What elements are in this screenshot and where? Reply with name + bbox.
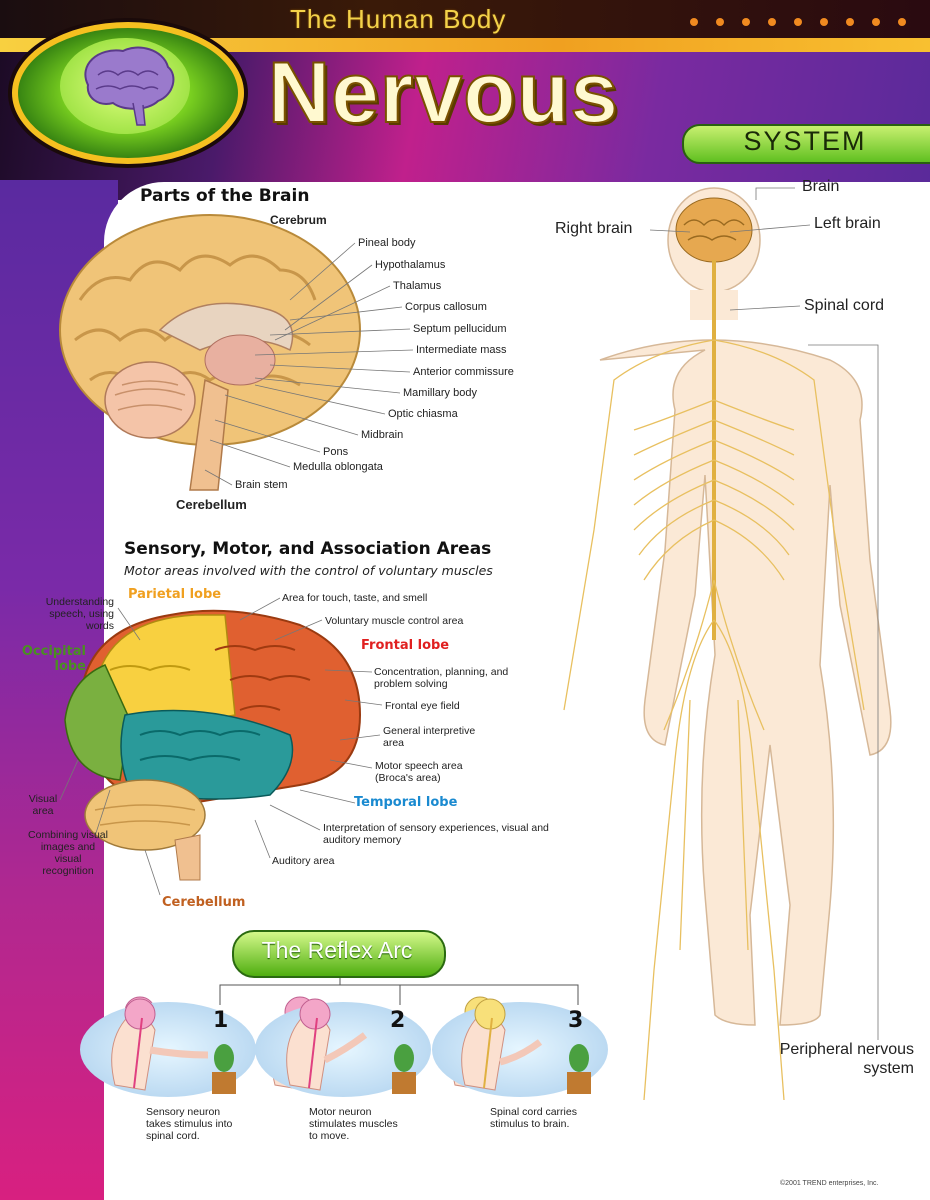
brain-part-label: Brain stem <box>235 479 288 491</box>
concentration-label: Concentration, planning, and problem sol… <box>374 666 509 690</box>
series-title: The Human Body <box>290 4 507 34</box>
right-brain-label: Right brain <box>555 220 633 237</box>
auditory-label: Auditory area <box>272 855 335 867</box>
peripheral-label: Peripheral nervous system <box>779 1041 914 1077</box>
brain-part-label: Mamillary body <box>403 387 477 399</box>
left-brain-label: Left brain <box>814 215 881 232</box>
interpretive-label: General interpretive area <box>383 725 476 749</box>
brain-label: Brain <box>802 178 840 195</box>
lobe-leader-lines <box>59 597 383 896</box>
temporal-lobe-label: Temporal lobe <box>354 795 458 810</box>
reflex-arc-pill <box>232 930 446 978</box>
brain-parts-heading: Parts of the Brain <box>140 186 310 206</box>
brain-part-label: Corpus callosum <box>405 301 487 313</box>
parietal-lobe-label: Parietal lobe <box>128 587 222 602</box>
logo-brain-icon <box>84 46 175 126</box>
body-leader-lines <box>649 187 879 1040</box>
decor-dot <box>742 18 750 26</box>
decor-dot <box>898 18 906 26</box>
human-body-illustration <box>563 187 892 1101</box>
decor-dot <box>768 18 776 26</box>
brain-lobes-illustration <box>64 609 362 881</box>
areas-heading: Sensory, Motor, and Association Areas <box>124 539 492 559</box>
decor-dot <box>690 18 698 26</box>
brain-part-label: Septum pellucidum <box>413 323 507 335</box>
brain-part-label: Hypothalamus <box>375 259 446 271</box>
visual-area-label: Visual area <box>28 793 58 817</box>
frontal-lobe-label: Frontal lobe <box>361 638 450 653</box>
decor-dot <box>716 18 724 26</box>
reflex-step-caption: Sensory neuron takes stimulus into spina… <box>146 1106 233 1142</box>
decor-dot <box>872 18 880 26</box>
brain-part-label: Pineal body <box>358 237 416 249</box>
voluntary-label: Voluntary muscle control area <box>325 615 464 627</box>
system-label: SYSTEM <box>743 126 867 156</box>
areas-subheading: Motor areas involved with the control of… <box>124 563 493 578</box>
brain-part-label: Midbrain <box>361 429 404 441</box>
reflex-step-caption: Motor neuron stimulates muscles to move. <box>309 1106 398 1142</box>
cerebellum-lobe-label: Cerebellum <box>162 895 246 910</box>
reflex-step-number: 2 <box>390 1008 406 1033</box>
decor-dot <box>846 18 854 26</box>
reflex-step-caption: Spinal cord carries stimulus to brain. <box>490 1106 577 1130</box>
brain-leader-lines <box>204 242 414 486</box>
cerebrum-label: Cerebrum <box>270 213 327 227</box>
brain-part-label: Medulla oblongata <box>293 461 383 473</box>
reflex-arc-title: The Reflex Arc <box>261 937 413 963</box>
decor-dot <box>794 18 802 26</box>
occipital-lobe-label: Occipital lobe <box>21 644 86 674</box>
interpretation-label: Interpretation of sensory experiences, v… <box>323 822 549 846</box>
speech-label: Understanding speech, using words <box>45 596 114 632</box>
spinal-cord-label: Spinal cord <box>804 297 885 314</box>
brain-part-label: Thalamus <box>393 280 442 292</box>
main-title: Nervous <box>267 44 620 142</box>
touch-label: Area for touch, taste, and smell <box>282 592 428 604</box>
gold-stripe <box>0 38 930 52</box>
cerebellum-label: Cerebellum <box>176 497 247 512</box>
brain-part-label: Anterior commissure <box>413 366 514 378</box>
combining-label: Combining visual images and visual recog… <box>28 829 108 877</box>
reflex-step-number: 3 <box>568 1008 584 1033</box>
brain-part-label: Intermediate mass <box>416 344 507 356</box>
brain-sagittal-illustration <box>59 214 361 491</box>
brain-part-label: Optic chiasma <box>388 408 458 420</box>
reflex-step-number: 1 <box>213 1008 229 1033</box>
brain-part-label: Pons <box>323 446 349 458</box>
copyright: ©2001 TREND enterprises, Inc. <box>780 1180 879 1187</box>
system-pill <box>682 124 930 164</box>
broca-label: Motor speech area (Broca's area) <box>375 760 463 784</box>
decor-dot <box>820 18 828 26</box>
eye-field-label: Frontal eye field <box>385 700 460 712</box>
